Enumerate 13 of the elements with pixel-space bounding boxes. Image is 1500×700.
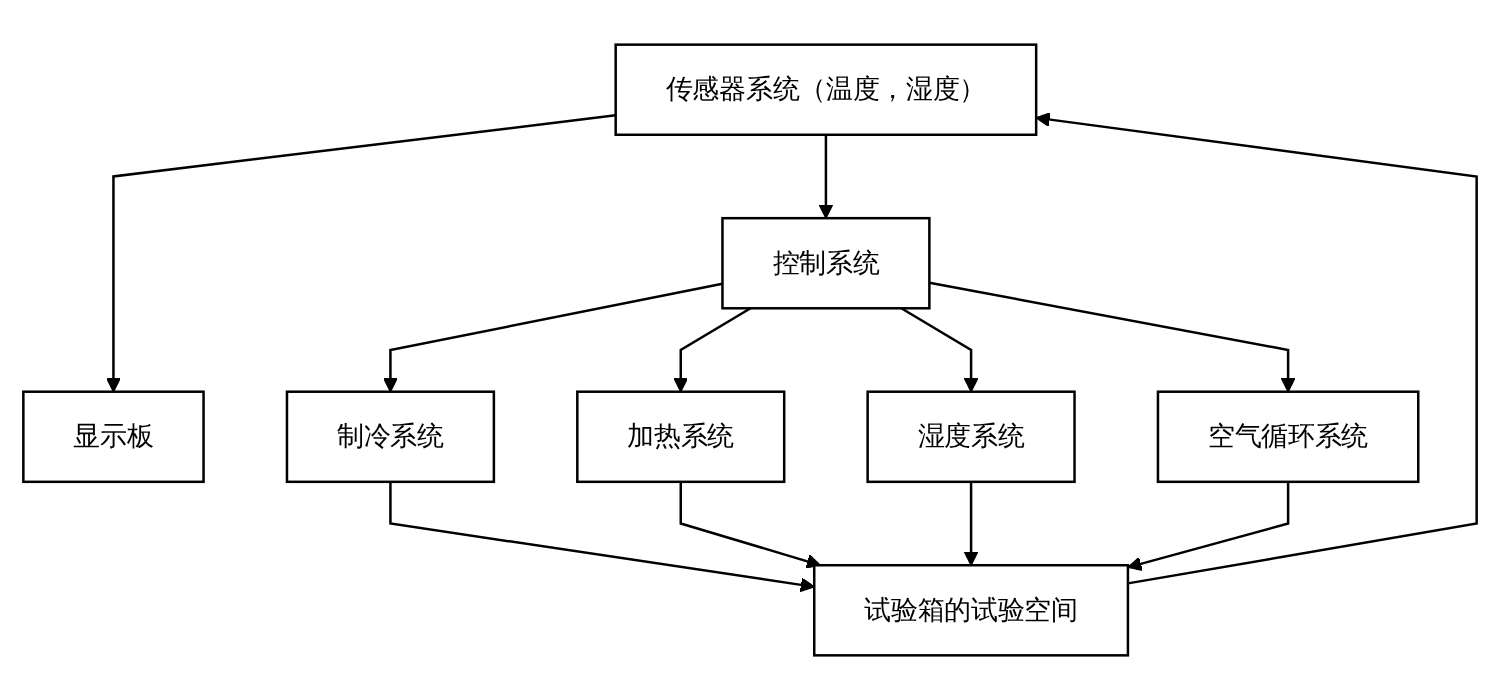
node-box: 试验箱的试验空间 bbox=[813, 564, 1130, 657]
node-box: 空气循环系统 bbox=[1156, 390, 1420, 484]
node-box: 控制系统 bbox=[721, 216, 931, 310]
arrow bbox=[963, 481, 979, 566]
arrow bbox=[1127, 481, 1290, 571]
arrow bbox=[679, 481, 821, 569]
node-box: 制冷系统 bbox=[285, 390, 496, 484]
node-box: 传感器系统（温度，湿度） bbox=[614, 43, 1038, 136]
arrow bbox=[818, 134, 834, 219]
arrow bbox=[389, 481, 815, 593]
node-box: 加热系统 bbox=[576, 390, 786, 484]
node-box: 湿度系统 bbox=[866, 390, 1076, 484]
node-box: 显示板 bbox=[22, 390, 205, 484]
